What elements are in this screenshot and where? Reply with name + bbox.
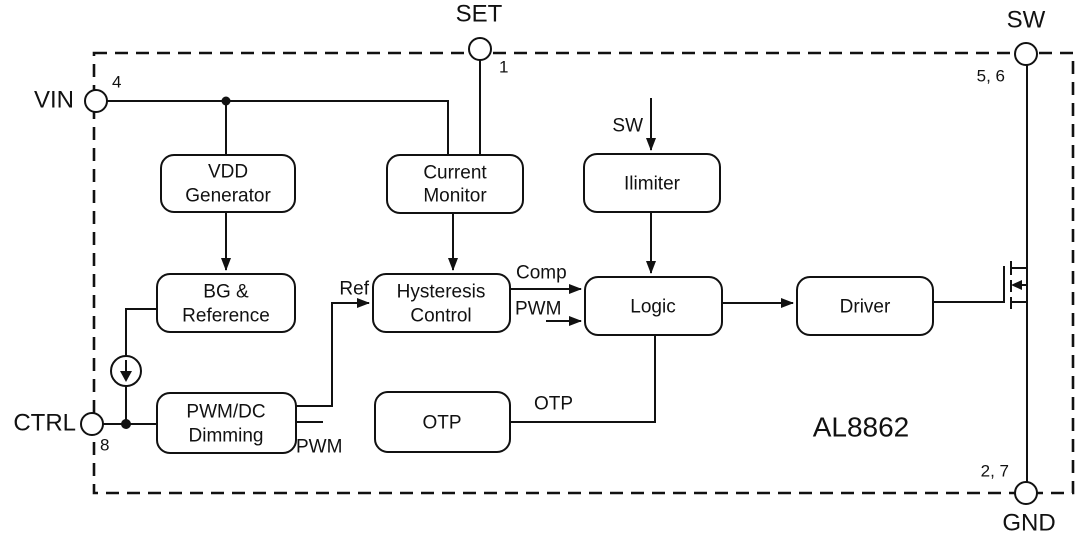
ic-boundary: [92, 51, 1075, 495]
mosfet-icon: [1003, 261, 1027, 309]
signal-comp: Comp: [516, 263, 567, 284]
block-logic: [584, 276, 723, 336]
label-hyst-line2: Control: [410, 306, 471, 327]
label-vdd-line2: Generator: [185, 186, 271, 207]
block-vdd-generator: [160, 154, 296, 213]
junction-ctrl: [121, 419, 131, 429]
label-logic: Logic: [630, 297, 675, 318]
label-bg-line2: Reference: [182, 306, 270, 327]
pin-label-set: SET: [456, 1, 503, 28]
label-dimming-line2: Dimming: [189, 426, 264, 447]
block-pwm-dc-dimming: [156, 392, 297, 454]
labels: VIN SET SW CTRL GND 4 1 5, 6 8 2, 7 VDD …: [13, 1, 1055, 535]
label-driver: Driver: [840, 297, 891, 318]
block-driver: [796, 276, 934, 336]
block-ilimiter: [583, 153, 721, 213]
wire-ref: [296, 298, 370, 407]
block-current-monitor: [386, 154, 524, 214]
label-otp-block: OTP: [422, 413, 461, 434]
pin-label-vin: VIN: [34, 87, 74, 114]
wire-bg-to-current-source: [125, 308, 157, 356]
block-bg-reference: [156, 273, 296, 333]
signal-otp: OTP: [534, 394, 573, 415]
pin-set: [468, 37, 492, 61]
pin-label-sw: SW: [1007, 7, 1046, 34]
pin-terminals: [80, 37, 1038, 505]
label-bg-line1: BG &: [203, 282, 249, 303]
current-source-icon: [110, 355, 142, 387]
signal-pwm-dimming: PWM: [296, 437, 342, 458]
junction-vin: [221, 96, 231, 106]
label-ilimiter: Ilimiter: [624, 174, 681, 195]
function-blocks: [156, 153, 934, 454]
mosfet-body-arrow: [1011, 280, 1022, 290]
signal-pwm-logic: PWM: [515, 299, 561, 320]
pin-vin: [84, 89, 108, 113]
pin-label-gnd: GND: [1002, 510, 1055, 535]
wires: [103, 60, 1028, 488]
label-hyst-line1: Hysteresis: [397, 282, 486, 303]
pin-number-gnd: 2, 7: [981, 462, 1009, 481]
pin-number-vin: 4: [112, 73, 121, 92]
pin-number-ctrl: 8: [100, 436, 109, 455]
wire-vin-rail: [107, 100, 449, 155]
chip-part-number: AL8862: [813, 412, 910, 443]
current-source-arrow: [120, 371, 132, 382]
label-vdd-line1: VDD: [208, 162, 248, 183]
label-cm-line1: Current: [423, 163, 487, 184]
pin-number-set: 1: [499, 58, 508, 77]
label-cm-line2: Monitor: [423, 186, 487, 207]
pin-gnd: [1014, 481, 1038, 505]
label-dimming-line1: PWM/DC: [186, 402, 265, 423]
signal-sw-input: SW: [612, 116, 643, 137]
signal-ref: Ref: [339, 279, 369, 300]
pin-ctrl: [80, 412, 104, 436]
pin-label-ctrl: CTRL: [13, 410, 76, 437]
pin-sw: [1014, 42, 1038, 66]
wire-otp-to-logic: [510, 335, 656, 423]
block-hysteresis-control: [372, 273, 511, 333]
pin-number-sw: 5, 6: [977, 67, 1005, 86]
block-otp: [374, 391, 511, 453]
